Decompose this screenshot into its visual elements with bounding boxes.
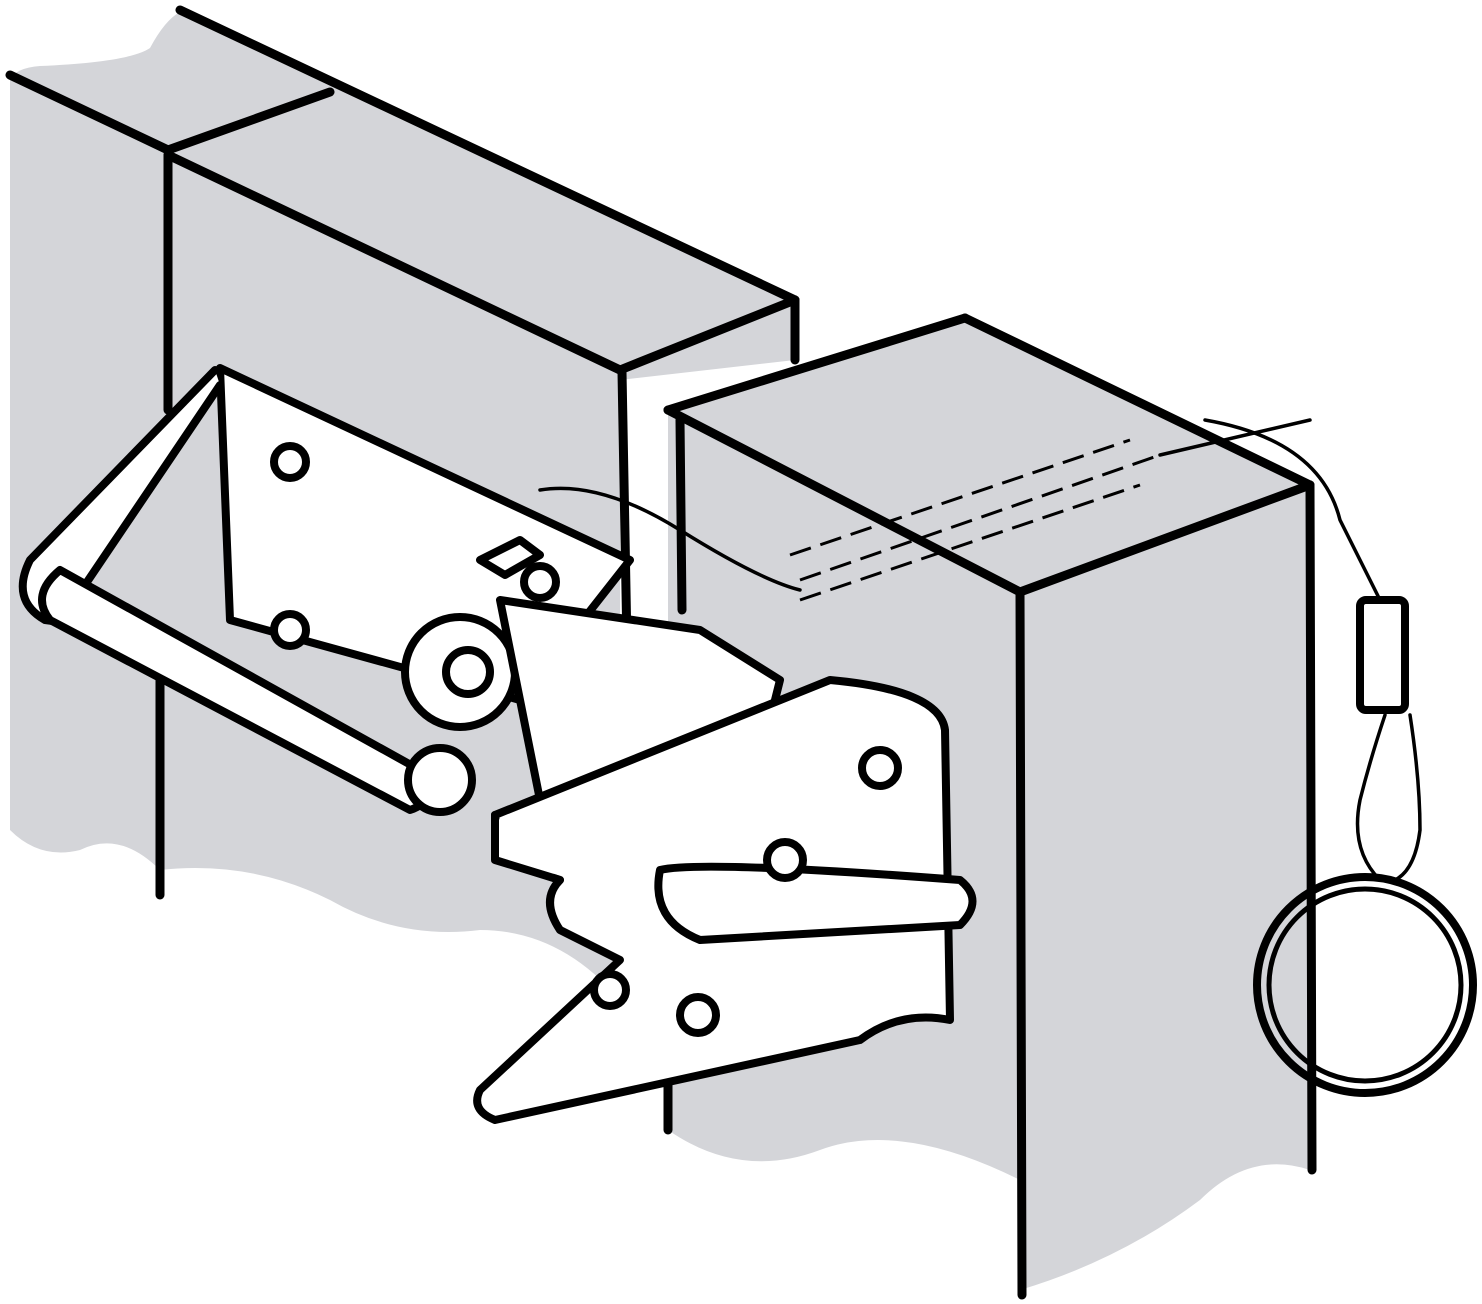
catch-bracket <box>473 676 977 1124</box>
pull-ring <box>1253 873 1477 1097</box>
pull-cable <box>538 418 1422 882</box>
right-post <box>663 313 1317 1300</box>
hidden-bore-dashed <box>789 418 1312 602</box>
latch-lever <box>18 364 784 816</box>
cable-sleeve <box>1356 596 1409 714</box>
left-post-lower-fill <box>160 680 620 1000</box>
